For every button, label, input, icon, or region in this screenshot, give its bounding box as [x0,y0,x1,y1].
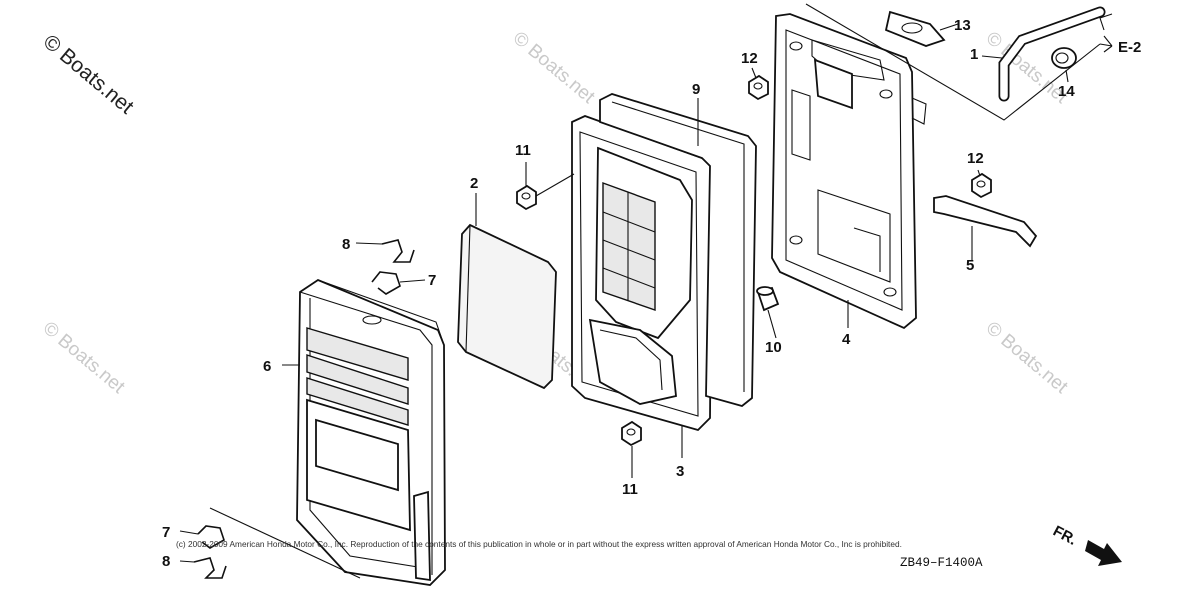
callout-part-13: 13 [954,17,971,34]
watermark-corner: © Boats.net [39,30,138,118]
part-2-filter-element [457,223,557,390]
callout-part-9: 9 [692,81,700,98]
callout-part-8-upper: 8 [342,236,350,253]
fr-label: FR. [1050,523,1079,549]
part-8-clip-upper [381,239,415,263]
watermark-left: © Boats.net [39,318,129,399]
figure-code: ZB49–F1400A [900,556,983,570]
part-1-breather-tube [998,6,1106,102]
reference-e2: E-2 [1118,39,1141,56]
callout-part-2: 2 [470,175,478,192]
copyright-notice: (c) 2002-2009 American Honda Motor Co., … [176,539,902,549]
part-12-nut-upper [748,74,769,101]
callout-part-3: 3 [676,463,684,480]
watermark-top: © Boats.net [509,28,599,109]
leader-lines [179,3,1113,579]
part-11-nut-lower [621,420,642,447]
part-11-nut-upper [516,184,537,211]
part-6-cleaner-cover [296,278,446,586]
part-13-packing [884,10,946,47]
callout-part-12-upper: 12 [741,50,758,67]
callout-part-14: 14 [1058,83,1075,100]
part-7-clip-upper [371,271,401,295]
fr-arrow-icon [1085,540,1122,566]
callout-part-8-lower: 8 [162,553,170,570]
callout-part-1: 1 [970,46,978,63]
front-direction-indicator: FR. [1050,523,1122,566]
part-14-grommet [1051,47,1077,69]
callout-part-7-upper: 7 [428,272,436,289]
part-9-gasket [599,93,757,407]
part-3-case [571,115,713,432]
part-5-stay [933,195,1038,248]
callout-part-5: 5 [966,257,974,274]
callout-part-11-lower: 11 [622,481,638,498]
part-4-base [771,13,927,330]
part-10-collar [756,286,780,312]
callout-part-10: 10 [765,339,782,356]
callout-part-11-upper: 11 [515,142,531,159]
callout-part-4: 4 [842,331,851,348]
callout-part-7-lower: 7 [162,524,170,541]
callout-part-6: 6 [263,358,271,375]
part-12-nut-lower [971,172,992,199]
callout-part-12-lower: 12 [967,150,984,167]
watermark-right: © Boats.net [982,318,1072,399]
part-7-clip-lower [197,525,225,549]
part-8-clip-lower [193,557,227,579]
